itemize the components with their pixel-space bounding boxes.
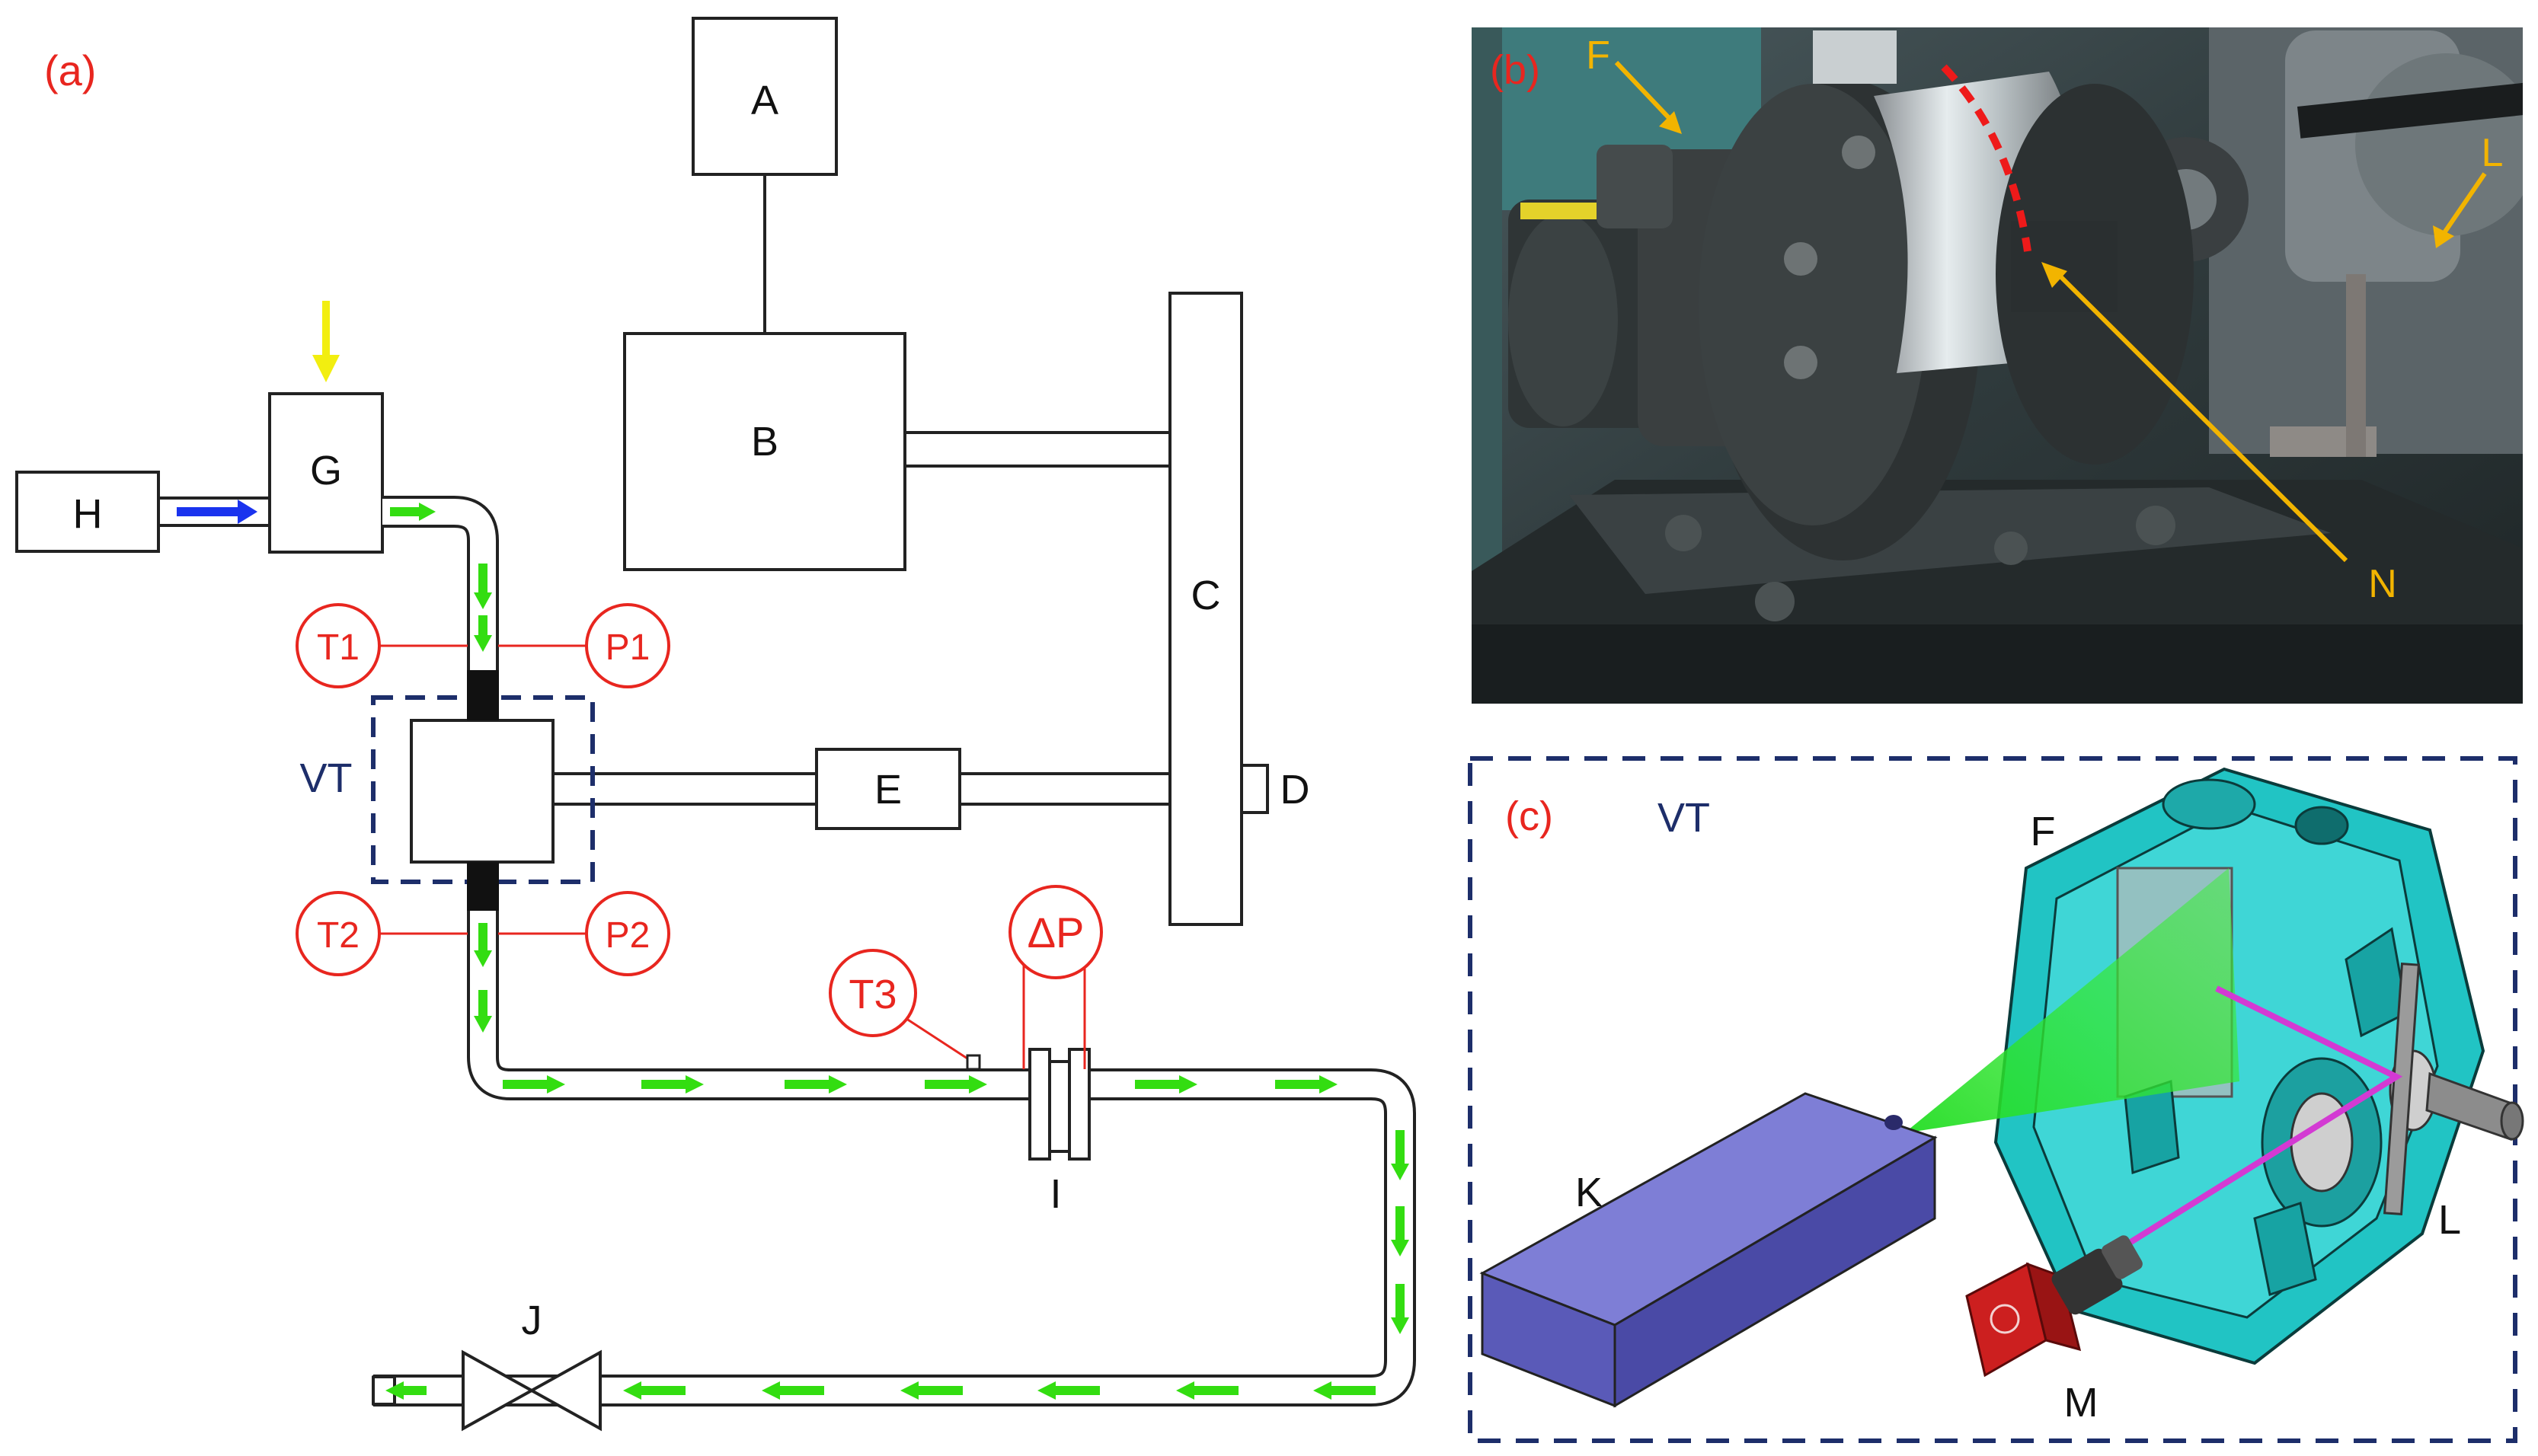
box-d: D — [1240, 764, 1310, 814]
panel-a-tag: (a) — [44, 46, 96, 94]
camera-m: M — [1965, 1235, 2143, 1426]
box-g: G — [268, 392, 384, 554]
box-b: B — [623, 332, 906, 571]
flow-arrow — [1176, 1381, 1239, 1400]
vt-label: VT — [299, 755, 352, 801]
sensor-t3-label: T3 — [849, 972, 897, 1017]
flow-arrow — [641, 1075, 704, 1094]
flow-arrow — [623, 1381, 686, 1400]
flow-arrow — [474, 923, 492, 967]
flow-arrow — [925, 1075, 987, 1094]
panel-c-frame — [1468, 756, 2517, 1443]
flow-arrow — [474, 615, 492, 652]
shaft-b-c — [903, 431, 1172, 468]
box-e-label: E — [874, 767, 902, 813]
panel-a: (a) A B C D E — [15, 17, 1416, 1432]
flow-arrow — [503, 1075, 565, 1094]
disc-l-label: L — [2438, 1197, 2461, 1243]
flow-arrow — [1391, 1206, 1409, 1256]
bolt-icon — [1994, 532, 2028, 565]
flowmeter-label: I — [1050, 1171, 1061, 1217]
box-g-label: G — [310, 448, 342, 493]
sensor-t2: T2 — [296, 891, 468, 976]
callout-l-label: L — [2482, 131, 2504, 175]
panel-b-tag: (b) — [1490, 47, 1540, 93]
vt-unit: VT — [299, 695, 595, 884]
flow-arrow — [785, 1075, 847, 1094]
pump-photo — [1472, 27, 2523, 704]
sensor-dp-label: ΔP — [1028, 908, 1085, 956]
flow-arrow — [900, 1381, 963, 1400]
flow-arrow — [474, 564, 492, 609]
callout-f: F — [1586, 34, 1682, 134]
box-h: H — [15, 471, 160, 553]
flow-arrow — [1313, 1381, 1376, 1400]
bolt-icon — [1784, 346, 1817, 379]
yellow-input-arrow — [312, 301, 340, 382]
flow-arrow — [474, 990, 492, 1033]
sensor-dp: ΔP — [1008, 885, 1103, 1069]
flow-arrow — [762, 1381, 824, 1400]
valve-label: J — [522, 1298, 542, 1343]
camera-lens-icon — [1990, 1304, 2020, 1334]
flow-arrow — [1037, 1381, 1100, 1400]
laser-beam — [2083, 985, 2403, 1273]
laser-k: K — [1479, 1092, 1938, 1408]
sensor-p1-label: P1 — [606, 627, 650, 668]
sensor-t2-label: T2 — [317, 915, 360, 956]
box-a-label: A — [751, 78, 778, 123]
flow-arrows — [385, 503, 1409, 1400]
flow-arrow — [1391, 1130, 1409, 1180]
camera-m-label: M — [2064, 1380, 2098, 1426]
flow-arrow — [385, 1381, 427, 1400]
sensor-p2: P2 — [498, 891, 670, 976]
sensor-t1-label: T1 — [317, 627, 360, 668]
callout-n: N — [2041, 262, 2397, 606]
column-c-label: C — [1191, 573, 1221, 618]
bolt-icon — [2136, 506, 2175, 545]
bolt-icon — [1755, 582, 1795, 621]
flow-arrow — [1391, 1284, 1409, 1334]
vt-inlet-segment — [467, 670, 499, 720]
flowmeter-i: I — [1028, 1048, 1091, 1217]
box-b-label: B — [751, 419, 778, 465]
box-a: A — [692, 17, 838, 176]
pump-f-label: F — [2031, 809, 2056, 854]
valve-j: J — [462, 1298, 602, 1432]
panel-c-title: VT — [1657, 795, 1710, 841]
flow-pipe — [372, 496, 1416, 1407]
sensor-t1: T1 — [296, 603, 468, 688]
box-d-label: D — [1280, 767, 1310, 813]
callout-f-label: F — [1586, 34, 1610, 78]
bolt-icon — [1665, 515, 1702, 551]
flow-arrow — [390, 503, 436, 521]
panel-c: (c) VT L — [1468, 756, 2524, 1443]
panel-b: (b) F L N — [1472, 27, 2523, 704]
callout-l: L — [2433, 131, 2503, 248]
column-c: C — [1168, 292, 1243, 926]
casing-outline — [1941, 64, 2031, 252]
flow-arrow — [1135, 1075, 1197, 1094]
sensor-p2-label: P2 — [606, 915, 650, 956]
laser-sheet — [1904, 868, 2239, 1133]
box-e: E — [815, 748, 961, 830]
inlet-arrow — [177, 500, 257, 524]
box-h-label: H — [73, 491, 103, 537]
sensor-t3: T3 — [829, 949, 981, 1071]
vt-outlet-segment — [467, 862, 499, 911]
shaft-e-c — [958, 772, 1172, 806]
callout-n-label: N — [2368, 562, 2397, 606]
bolt-icon — [1842, 136, 1875, 169]
bolt-icon — [1784, 242, 1817, 276]
panel-c-tag: (c) — [1505, 793, 1553, 839]
encoder-disc-l: L — [2383, 963, 2524, 1243]
laser-k-label: K — [1575, 1170, 1603, 1215]
sensor-p1: P1 — [498, 603, 670, 688]
flow-arrow — [1275, 1075, 1338, 1094]
